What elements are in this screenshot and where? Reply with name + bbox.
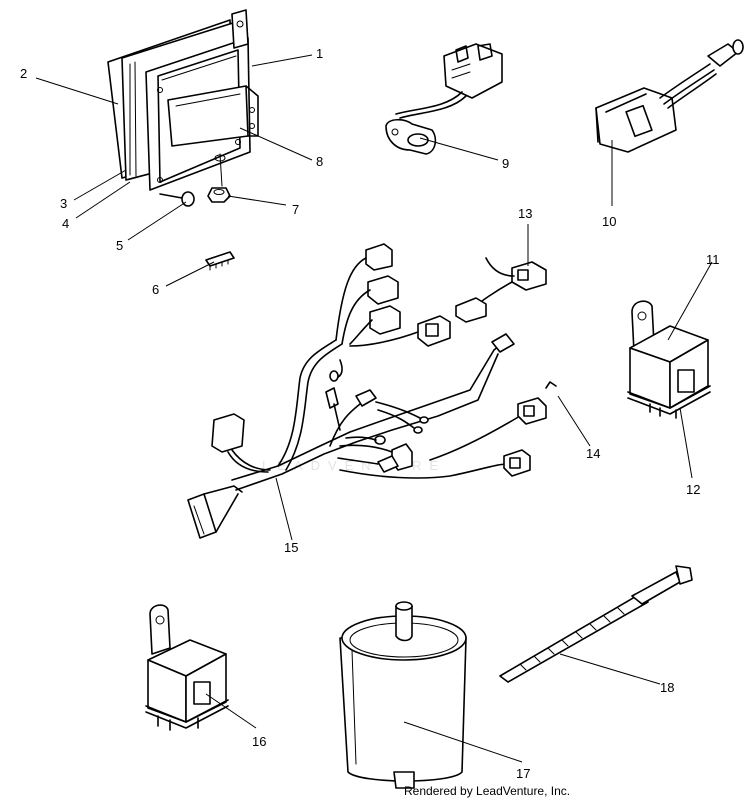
callouts: 1 2 3 4 5 6 7 8 9 10 11 12 13 14 15 16 1… [20,46,720,781]
callout-3: 3 [60,196,67,211]
callout-8: 8 [316,154,323,169]
screw [159,191,195,207]
nut [207,187,231,203]
footer-credit: Rendered by LeadVenture, Inc. [404,784,571,798]
callout-11: 11 [706,252,720,267]
callout-7: 7 [292,202,299,217]
callout-12: 12 [686,482,700,497]
ic-chip [205,251,235,271]
wiring-harness [187,243,547,539]
connector-pair [455,257,547,323]
leader-lines [35,54,713,763]
clip [545,381,557,389]
callout-9: 9 [502,156,509,171]
washer [214,154,226,162]
callout-14: 14 [586,446,600,461]
callout-6: 6 [152,282,159,297]
callout-18: 18 [660,680,674,695]
callout-4: 4 [62,216,69,231]
sensor-with-connector [385,43,503,155]
cable-tie [499,565,693,683]
switch-with-cable [595,39,744,153]
callout-1: 1 [316,46,323,61]
ecu-bracket [167,85,259,147]
callout-2: 2 [20,66,27,81]
callout-5: 5 [116,238,123,253]
callout-10: 10 [602,214,616,229]
callout-15: 15 [284,540,298,555]
relay-lower [145,604,229,731]
callout-13: 13 [518,206,532,221]
callout-17: 17 [516,766,530,781]
relay-upper [627,300,711,419]
fuel-filter [339,601,467,789]
mounting-stud [219,153,223,187]
callout-16: 16 [252,734,266,749]
